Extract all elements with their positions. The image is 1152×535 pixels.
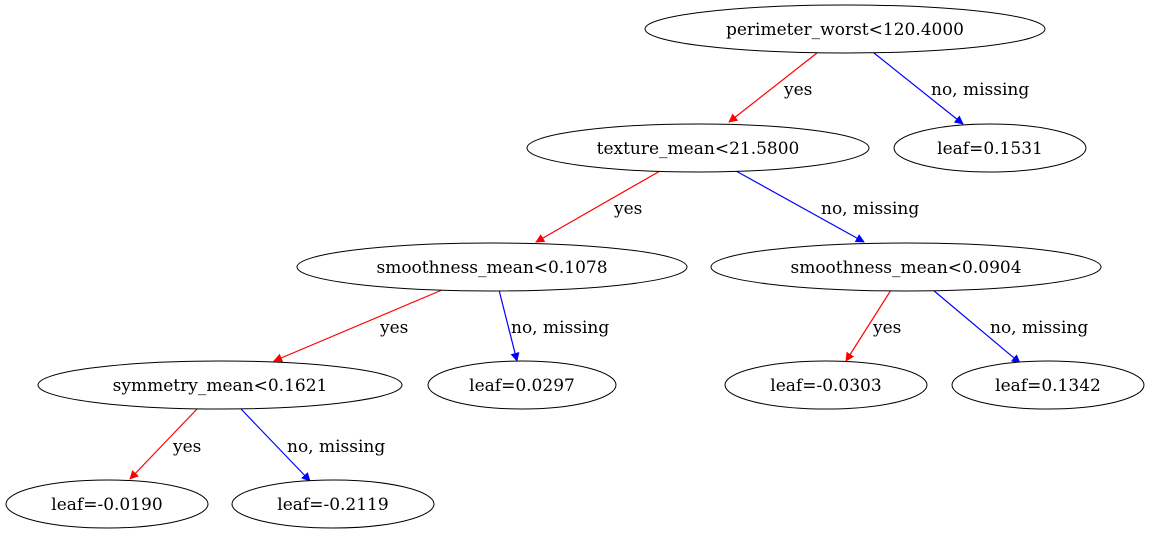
leaf-node-leaf-0-0297: leaf=0.0297 bbox=[427, 360, 617, 410]
nodes-layer: perimeter_worst<120.4000 texture_mean<21.… bbox=[5, 4, 1145, 529]
node-label: smoothness_mean<0.0904 bbox=[790, 258, 1021, 278]
node-label: symmetry_mean<0.1621 bbox=[113, 376, 328, 396]
edge-label: yes bbox=[379, 318, 408, 338]
node-ellipse bbox=[951, 360, 1145, 410]
edge-label: no, missing bbox=[821, 199, 919, 219]
edge-line bbox=[932, 289, 1021, 364]
node-ellipse bbox=[644, 4, 1046, 54]
edge-no-n4-to-n8: no, missing bbox=[932, 289, 1088, 364]
edge-no-n1-to-n4: no, missing bbox=[735, 170, 919, 243]
edge-yes-n5-to-n9: yes bbox=[129, 408, 201, 480]
edge-label: no, missing bbox=[287, 437, 385, 457]
node-label: leaf=-0.0190 bbox=[51, 495, 162, 515]
edge-line bbox=[873, 52, 964, 125]
leaf-node-leaf-0-1531: leaf=0.1531 bbox=[893, 123, 1087, 173]
edge-label: yes bbox=[783, 80, 812, 100]
edge-no-n5-to-n10: no, missing bbox=[240, 408, 385, 482]
node-label: smoothness_mean<0.1078 bbox=[376, 258, 607, 278]
leaf-node-leaf-0-0303: leaf=-0.0303 bbox=[724, 360, 928, 410]
node-label: perimeter_worst<120.4000 bbox=[726, 20, 964, 40]
split-node-texture-mean-21-5800: texture_mean<21.5800 bbox=[526, 123, 870, 173]
leaf-node-leaf-0-0190: leaf=-0.0190 bbox=[5, 479, 209, 529]
split-node-symmetry-mean-0-1621: symmetry_mean<0.1621 bbox=[37, 360, 403, 410]
edge-label: no, missing bbox=[511, 318, 609, 338]
edge-yes-n4-to-n7: yes bbox=[845, 289, 901, 362]
node-ellipse bbox=[526, 123, 870, 173]
leaf-node-leaf-0-1342: leaf=0.1342 bbox=[951, 360, 1145, 410]
edge-no-n0-to-n2: no, missing bbox=[873, 52, 1029, 125]
node-label: texture_mean<21.5800 bbox=[597, 139, 800, 159]
edge-label: no, missing bbox=[990, 318, 1088, 338]
node-ellipse bbox=[5, 479, 209, 529]
node-label: leaf=0.0297 bbox=[469, 376, 575, 396]
node-label: leaf=0.1531 bbox=[937, 139, 1043, 159]
node-label: leaf=-0.0303 bbox=[770, 376, 881, 396]
node-label: leaf=0.1342 bbox=[995, 376, 1101, 396]
edge-line bbox=[129, 408, 198, 480]
split-node-perimeter-worst-120-4000: perimeter_worst<120.4000 bbox=[644, 4, 1046, 54]
node-ellipse bbox=[710, 242, 1102, 292]
edge-line bbox=[498, 289, 520, 362]
edge-line bbox=[240, 408, 311, 482]
node-ellipse bbox=[296, 242, 688, 292]
node-ellipse bbox=[231, 479, 435, 529]
edge-label: no, missing bbox=[931, 80, 1029, 100]
edge-line bbox=[273, 289, 443, 362]
edge-label: yes bbox=[172, 437, 201, 457]
edge-yes-n3-to-n5: yes bbox=[273, 289, 443, 362]
edge-label: yes bbox=[872, 318, 901, 338]
edge-label: yes bbox=[613, 199, 642, 219]
edge-yes-n1-to-n3: yes bbox=[535, 170, 661, 243]
leaf-node-leaf-0-2119: leaf=-0.2119 bbox=[231, 479, 435, 529]
edge-line bbox=[535, 170, 661, 243]
split-node-smoothness-mean-0-0904: smoothness_mean<0.0904 bbox=[710, 242, 1102, 292]
node-ellipse bbox=[724, 360, 928, 410]
node-ellipse bbox=[893, 123, 1087, 173]
node-label: leaf=-0.2119 bbox=[277, 495, 388, 515]
edge-line bbox=[728, 52, 818, 123]
edge-no-n3-to-n6: no, missing bbox=[498, 289, 609, 362]
edge-yes-n0-to-n1: yes bbox=[728, 52, 818, 123]
edge-line bbox=[845, 289, 892, 362]
node-ellipse bbox=[37, 360, 403, 410]
node-ellipse bbox=[427, 360, 617, 410]
edges-layer: yes no, missing yes no, missing yes no, missi… bbox=[129, 52, 1088, 482]
split-node-smoothness-mean-0-1078: smoothness_mean<0.1078 bbox=[296, 242, 688, 292]
edge-line bbox=[735, 170, 865, 243]
